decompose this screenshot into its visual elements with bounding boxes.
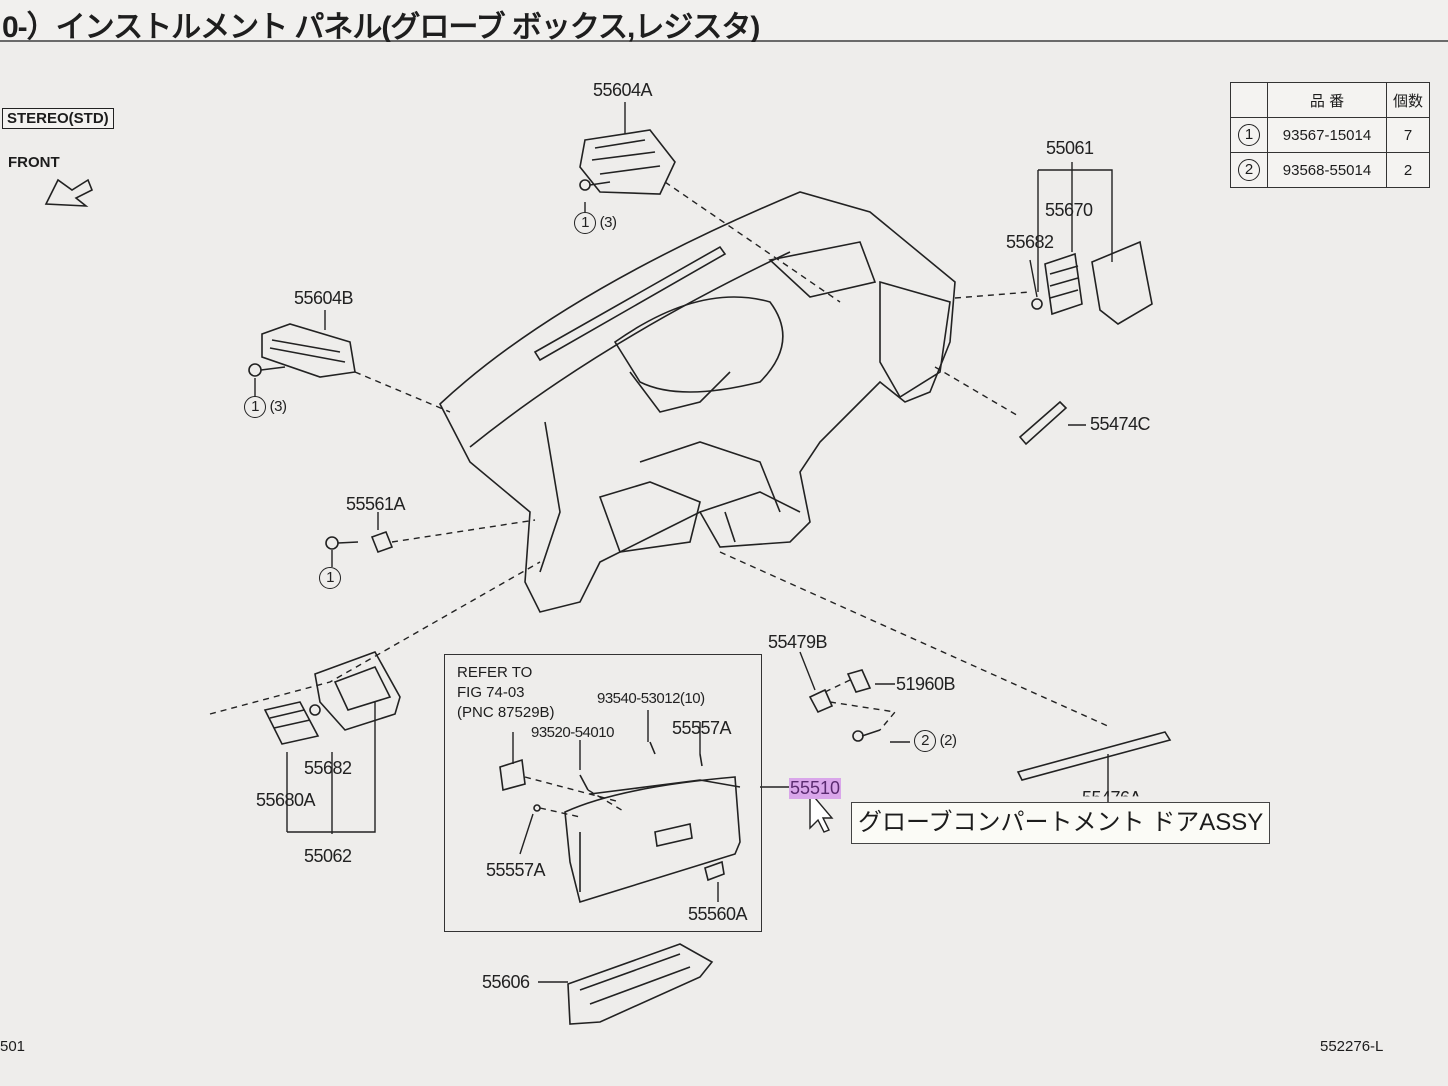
glove-box-55510 — [564, 776, 741, 904]
part-label-55604B[interactable]: 55604B — [294, 288, 354, 308]
instrument-panel-body — [439, 191, 956, 613]
front-arrow-icon — [44, 178, 94, 207]
register-55604A — [579, 129, 676, 195]
strip-55474C — [1018, 400, 1068, 446]
part-label-55606[interactable]: 55606 — [482, 972, 530, 992]
register-55670 — [1044, 252, 1083, 316]
table-header-row: 品 番 個数 — [1230, 82, 1430, 118]
callout-1-top[interactable]: 1 (3) — [574, 212, 617, 234]
part-name-tooltip: グローブコンパートメント ドアASSY — [851, 802, 1271, 844]
register-55604B — [261, 323, 356, 378]
fastener-quantity-table: 品 番 個数 1 93567-15014 7 2 93568-55014 2 — [1230, 82, 1430, 188]
table-cell-qty: 7 — [1386, 117, 1430, 153]
bezel-55061 — [1091, 240, 1153, 325]
callout-count: (3) — [269, 398, 287, 415]
page-number: 501 — [0, 1038, 26, 1055]
refer-to-note[interactable]: REFER TO FIG 74-03 (PNC 87529B) — [457, 664, 555, 721]
part-label-55670[interactable]: 55670 — [1045, 200, 1093, 220]
callout-count: (3) — [599, 214, 617, 231]
part-label-51960B[interactable]: 51960B — [896, 674, 956, 694]
part-label-55061[interactable]: 55061 — [1046, 138, 1094, 158]
table-cell-part: 93568-55014 — [1267, 152, 1387, 188]
part-label-55474C[interactable]: 55474C — [1090, 414, 1151, 434]
callout-mark: 2 — [1238, 159, 1260, 181]
callout-mark: 1 — [574, 212, 596, 234]
part-label-55476A[interactable]: 55476A — [1082, 788, 1142, 808]
refer-to-box: REFER TO FIG 74-03 (PNC 87529B) — [444, 654, 762, 932]
window-header: 0-）インストルメント パネル(グローブ ボックス,レジスタ) — [0, 0, 1448, 44]
diagram-canvas: STEREO(STD) FRONT 品 番 個数 1 93567-15014 7… — [0, 42, 1448, 1086]
register-55680A — [263, 701, 320, 745]
header-quantity: 個数 — [1386, 82, 1430, 118]
table-row[interactable]: 1 93567-15014 7 — [1230, 117, 1430, 153]
part-label-93520[interactable]: 93520-54010 — [531, 724, 614, 741]
exploded-parts-diagram — [44, 102, 1172, 1025]
callout-mark: 1 — [1238, 124, 1260, 146]
tray-55606 — [567, 943, 714, 1025]
part-label-55479B[interactable]: 55479B — [768, 632, 828, 652]
callout-1-left[interactable]: 1 (3) — [244, 396, 287, 418]
striker-55560A — [704, 860, 725, 882]
strip-55476A — [1016, 731, 1172, 781]
part-label-55062[interactable]: 55062 — [304, 846, 352, 866]
part-label-55560A[interactable]: 55560A — [688, 904, 748, 924]
bezel-55062 — [314, 651, 401, 731]
part-label-93540[interactable]: 93540-53012(10) — [597, 690, 705, 707]
callout-count: (2) — [939, 732, 957, 749]
table-cell-part: 93567-15014 — [1267, 117, 1387, 153]
table-row[interactable]: 2 93568-55014 2 — [1230, 152, 1430, 188]
insert-93520 — [499, 758, 526, 792]
part-label-55682-right[interactable]: 55682 — [1006, 232, 1054, 252]
part-label-55557A-bottom[interactable]: 55557A — [486, 860, 546, 880]
part-label-55680A[interactable]: 55680A — [256, 790, 316, 810]
callout-2[interactable]: 2 (2) — [914, 730, 957, 752]
part-label-55604A[interactable]: 55604A — [593, 80, 653, 100]
part-label-55561A[interactable]: 55561A — [346, 494, 406, 514]
figure-code: 552276-L — [1320, 1038, 1384, 1055]
clip-55561A — [370, 530, 394, 554]
callout-mark: 2 — [914, 730, 936, 752]
callout-mark: 1 — [319, 567, 341, 589]
callout-1-clip[interactable]: 1 — [319, 567, 341, 589]
header-part-number: 品 番 — [1267, 82, 1387, 118]
part-label-55682-left[interactable]: 55682 — [304, 758, 352, 778]
part-label-55510-highlighted[interactable]: 55510 — [789, 778, 842, 799]
callout-mark: 1 — [244, 396, 266, 418]
page-title: 0-）インストルメント パネル(グローブ ボックス,レジスタ) — [2, 11, 760, 44]
front-direction-label: FRONT — [8, 154, 60, 171]
clip-55479B — [808, 688, 834, 714]
mouse-pointer-icon — [809, 790, 834, 833]
part-label-55557A-top[interactable]: 55557A — [672, 718, 732, 738]
stereo-variant-badge: STEREO(STD) — [2, 108, 114, 129]
clip-51960B — [846, 669, 872, 693]
table-cell-qty: 2 — [1386, 152, 1430, 188]
